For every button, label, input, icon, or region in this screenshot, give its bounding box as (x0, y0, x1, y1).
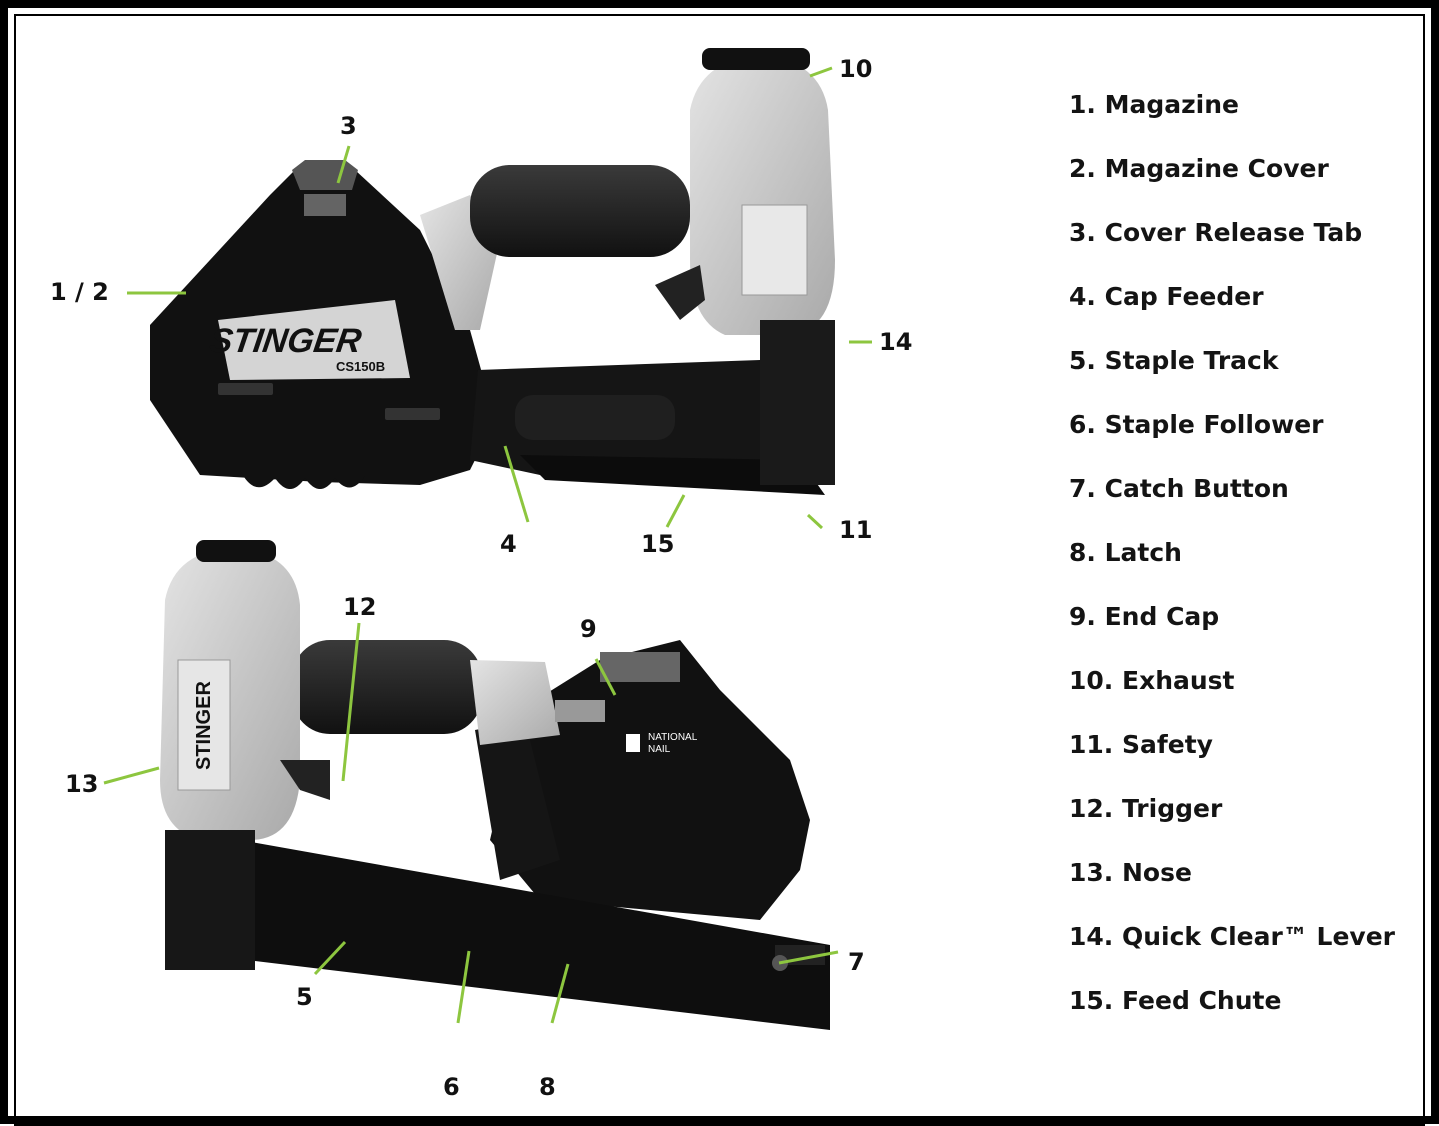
leader-5 (313, 940, 347, 976)
legend-item: 4. Cap Feeder (1069, 282, 1264, 311)
leader-10 (809, 66, 833, 78)
callout-13: 13 (65, 770, 99, 798)
top-trigger (655, 265, 705, 320)
legend-item: 15. Feed Chute (1069, 986, 1282, 1015)
national-brand-line1: NATIONAL (648, 732, 698, 743)
leader-12 (341, 622, 361, 782)
leader-7 (778, 950, 839, 965)
leader-11 (806, 513, 824, 530)
bottom-staple-track (200, 840, 830, 1030)
legend-item: 3. Cover Release Tab (1069, 218, 1363, 247)
feed-chute (520, 455, 825, 495)
legend-item: 1. Magazine (1069, 90, 1239, 119)
legend-item: 2. Magazine Cover (1069, 154, 1329, 183)
leader-4 (503, 445, 530, 523)
legend-item: 8. Latch (1069, 538, 1182, 567)
callout-12: 12 (343, 593, 377, 621)
stinger-logo-text: STINGER (207, 322, 364, 360)
callout-1-2: 1 / 2 (50, 278, 109, 306)
callout-3: 3 (340, 112, 357, 140)
bottom-tool-image: NATIONAL NAIL STINGER (160, 540, 830, 1030)
callout-5: 5 (296, 983, 313, 1011)
callout-10: 10 (839, 55, 873, 83)
bottom-grip (292, 640, 482, 734)
leader-15 (665, 494, 686, 528)
legend-item: 9. End Cap (1069, 602, 1220, 631)
callout-15: 15 (641, 530, 675, 558)
callout-6: 6 (443, 1073, 460, 1101)
cover-release-tab (292, 160, 358, 190)
callout-14: 14 (879, 328, 913, 356)
bottom-trigger (280, 760, 330, 800)
model-text: CS150B (336, 359, 385, 374)
stinger-logo-panel (218, 300, 410, 380)
legend-item: 6. Staple Follower (1069, 410, 1324, 439)
callout-7: 7 (848, 948, 865, 976)
callout-11: 11 (839, 516, 873, 544)
callout-8: 8 (539, 1073, 556, 1101)
legend-item: 13. Nose (1069, 858, 1192, 887)
leader-3 (336, 145, 351, 184)
callout-9: 9 (580, 615, 597, 643)
leader-6 (456, 950, 471, 1024)
legend-item: 14. Quick Clear™ Lever (1069, 922, 1396, 951)
side-stinger-label: STINGER (193, 681, 215, 770)
legend-item: 7. Catch Button (1069, 474, 1289, 503)
top-grip (470, 165, 690, 257)
leader-13 (103, 766, 160, 785)
top-tool-image: STINGER CS150B (150, 48, 835, 495)
parts-legend: 1. Magazine 2. Magazine Cover 3. Cover R… (1069, 91, 1395, 1051)
leader-lines (103, 66, 872, 1024)
legend-item: 5. Staple Track (1069, 346, 1279, 375)
leader-8 (550, 963, 570, 1024)
callout-4: 4 (500, 530, 517, 558)
legend-item: 11. Safety (1069, 730, 1213, 759)
national-brand-line2: NAIL (648, 744, 671, 755)
leader-9 (594, 658, 617, 696)
legend-item: 10. Exhaust (1069, 666, 1235, 695)
legend-item: 12. Trigger (1069, 794, 1223, 823)
